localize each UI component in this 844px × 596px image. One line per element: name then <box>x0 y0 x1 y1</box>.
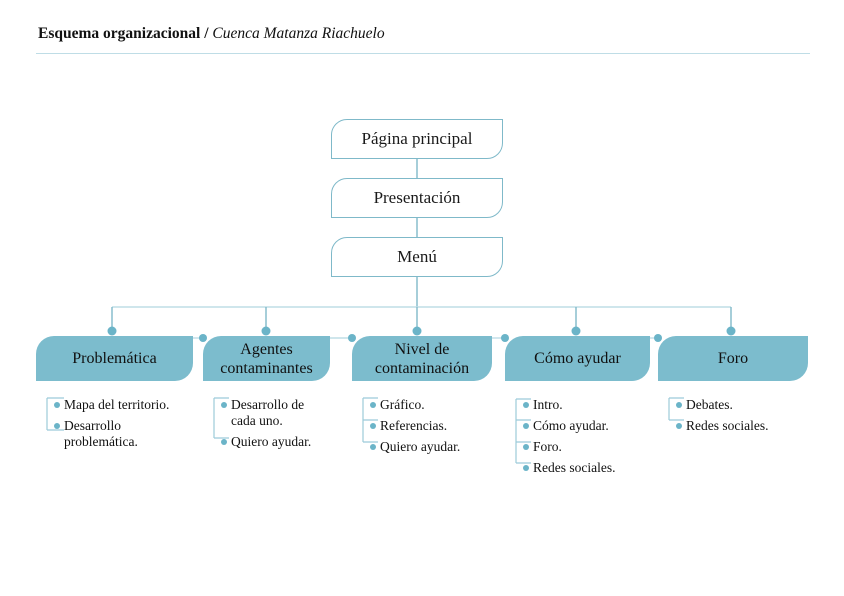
node-presentacion[interactable]: Presentación <box>331 178 503 218</box>
list-item-label: Debates. <box>686 397 733 412</box>
bullet-dot-icon <box>370 423 376 429</box>
bullet-dot-icon <box>676 402 682 408</box>
node-dot-como-ayudar <box>571 326 581 336</box>
list-item-label: Quiero ayudar. <box>380 439 461 454</box>
node-dot-foro <box>726 326 736 336</box>
category-foro-label: Foro <box>717 350 749 367</box>
bullet-dot-icon <box>54 402 60 408</box>
category-como-ayudar-header[interactable]: Cómo ayudar <box>505 336 650 381</box>
node-menu-label: Menú <box>397 247 437 266</box>
list-item[interactable]: Desarrollo problemática. <box>54 418 193 450</box>
node-dot-problematica <box>107 326 117 336</box>
category-como-ayudar-label: Cómo ayudar <box>534 350 621 367</box>
list-item[interactable]: Mapa del territorio. <box>54 397 193 413</box>
list-item-label: Redes sociales. <box>533 460 616 475</box>
list-item[interactable]: Referencias. <box>370 418 492 434</box>
list-item-label: Cómo ayudar. <box>533 418 609 433</box>
list-item[interactable]: Cómo ayudar. <box>523 418 650 434</box>
category-nivel-de-contaminacion-header[interactable]: Nivel de contaminación <box>352 336 492 381</box>
list-item-label: Foro. <box>533 439 562 454</box>
category-como-ayudar-items: Intro. Cómo ayudar. Foro. Redes sociales… <box>505 397 650 476</box>
page-title-bold: Esquema organizacional / <box>38 25 209 42</box>
list-item-label: Redes sociales. <box>686 418 769 433</box>
node-menu[interactable]: Menú <box>331 237 503 277</box>
list-item[interactable]: Desarrollo de cada uno. <box>221 397 330 429</box>
bullet-dot-icon <box>523 444 529 450</box>
bullet-dot-icon <box>370 402 376 408</box>
bullet-dot-icon <box>370 444 376 450</box>
category-foro-items: Debates. Redes sociales. <box>658 397 808 434</box>
bullet-dot-icon <box>523 402 529 408</box>
list-item-label: Mapa del territorio. <box>64 397 170 412</box>
list-item[interactable]: Debates. <box>676 397 808 413</box>
bullet-dot-icon <box>54 423 60 429</box>
list-item[interactable]: Quiero ayudar. <box>221 434 330 450</box>
bullet-dot-icon <box>523 423 529 429</box>
bullet-dot-icon <box>221 439 227 445</box>
bullet-dot-icon <box>523 465 529 471</box>
category-como-ayudar: Cómo ayudar Intro. Cómo ayudar. Foro. Re… <box>505 336 650 481</box>
category-problematica-label: Problemática <box>72 350 157 367</box>
category-nivel-de-contaminacion-label: Nivel de contaminación <box>374 340 470 377</box>
category-agentes-contaminantes-items: Desarrollo de cada uno. Quiero ayudar. <box>203 397 330 450</box>
node-dot-nivel <box>412 326 422 336</box>
list-item-label: Desarrollo de cada uno. <box>231 397 305 428</box>
category-agentes-contaminantes-header[interactable]: Agentes contaminantes <box>203 336 330 381</box>
category-foro: Foro Debates. Redes sociales. <box>658 336 808 439</box>
list-item-label: Gráfico. <box>380 397 425 412</box>
list-item-label: Intro. <box>533 397 563 412</box>
list-item[interactable]: Foro. <box>523 439 650 455</box>
category-foro-header[interactable]: Foro <box>658 336 808 381</box>
category-agentes-contaminantes: Agentes contaminantes Desarrollo de cada… <box>203 336 330 455</box>
list-item[interactable]: Quiero ayudar. <box>370 439 492 455</box>
list-item-label: Quiero ayudar. <box>231 434 312 449</box>
node-pagina-principal-label: Página principal <box>361 129 473 148</box>
bullet-dot-icon <box>221 402 227 408</box>
list-item[interactable]: Redes sociales. <box>523 460 650 476</box>
list-item[interactable]: Redes sociales. <box>676 418 808 434</box>
category-nivel-de-contaminacion: Nivel de contaminación Gráfico. Referenc… <box>352 336 492 460</box>
page-title-italic: Cuenca Matanza Riachuelo <box>212 25 385 42</box>
node-dot-agentes <box>261 326 271 336</box>
category-agentes-contaminantes-label: Agentes contaminantes <box>220 340 313 377</box>
category-problematica: Problemática Mapa del territorio. Desarr… <box>36 336 193 455</box>
list-item[interactable]: Gráfico. <box>370 397 492 413</box>
category-problematica-items: Mapa del territorio. Desarrollo problemá… <box>36 397 193 450</box>
page-header: Esquema organizacional / Cuenca Matanza … <box>38 24 818 54</box>
list-item-label: Desarrollo problemática. <box>64 418 138 449</box>
category-nivel-de-contaminacion-items: Gráfico. Referencias. Quiero ayudar. <box>352 397 492 455</box>
node-pagina-principal[interactable]: Página principal <box>331 119 503 159</box>
header-divider <box>36 53 810 54</box>
list-item[interactable]: Intro. <box>523 397 650 413</box>
category-problematica-header[interactable]: Problemática <box>36 336 193 381</box>
list-item-label: Referencias. <box>380 418 448 433</box>
bullet-dot-icon <box>676 423 682 429</box>
node-presentacion-label: Presentación <box>373 188 461 207</box>
page-title: Esquema organizacional / Cuenca Matanza … <box>38 24 818 44</box>
